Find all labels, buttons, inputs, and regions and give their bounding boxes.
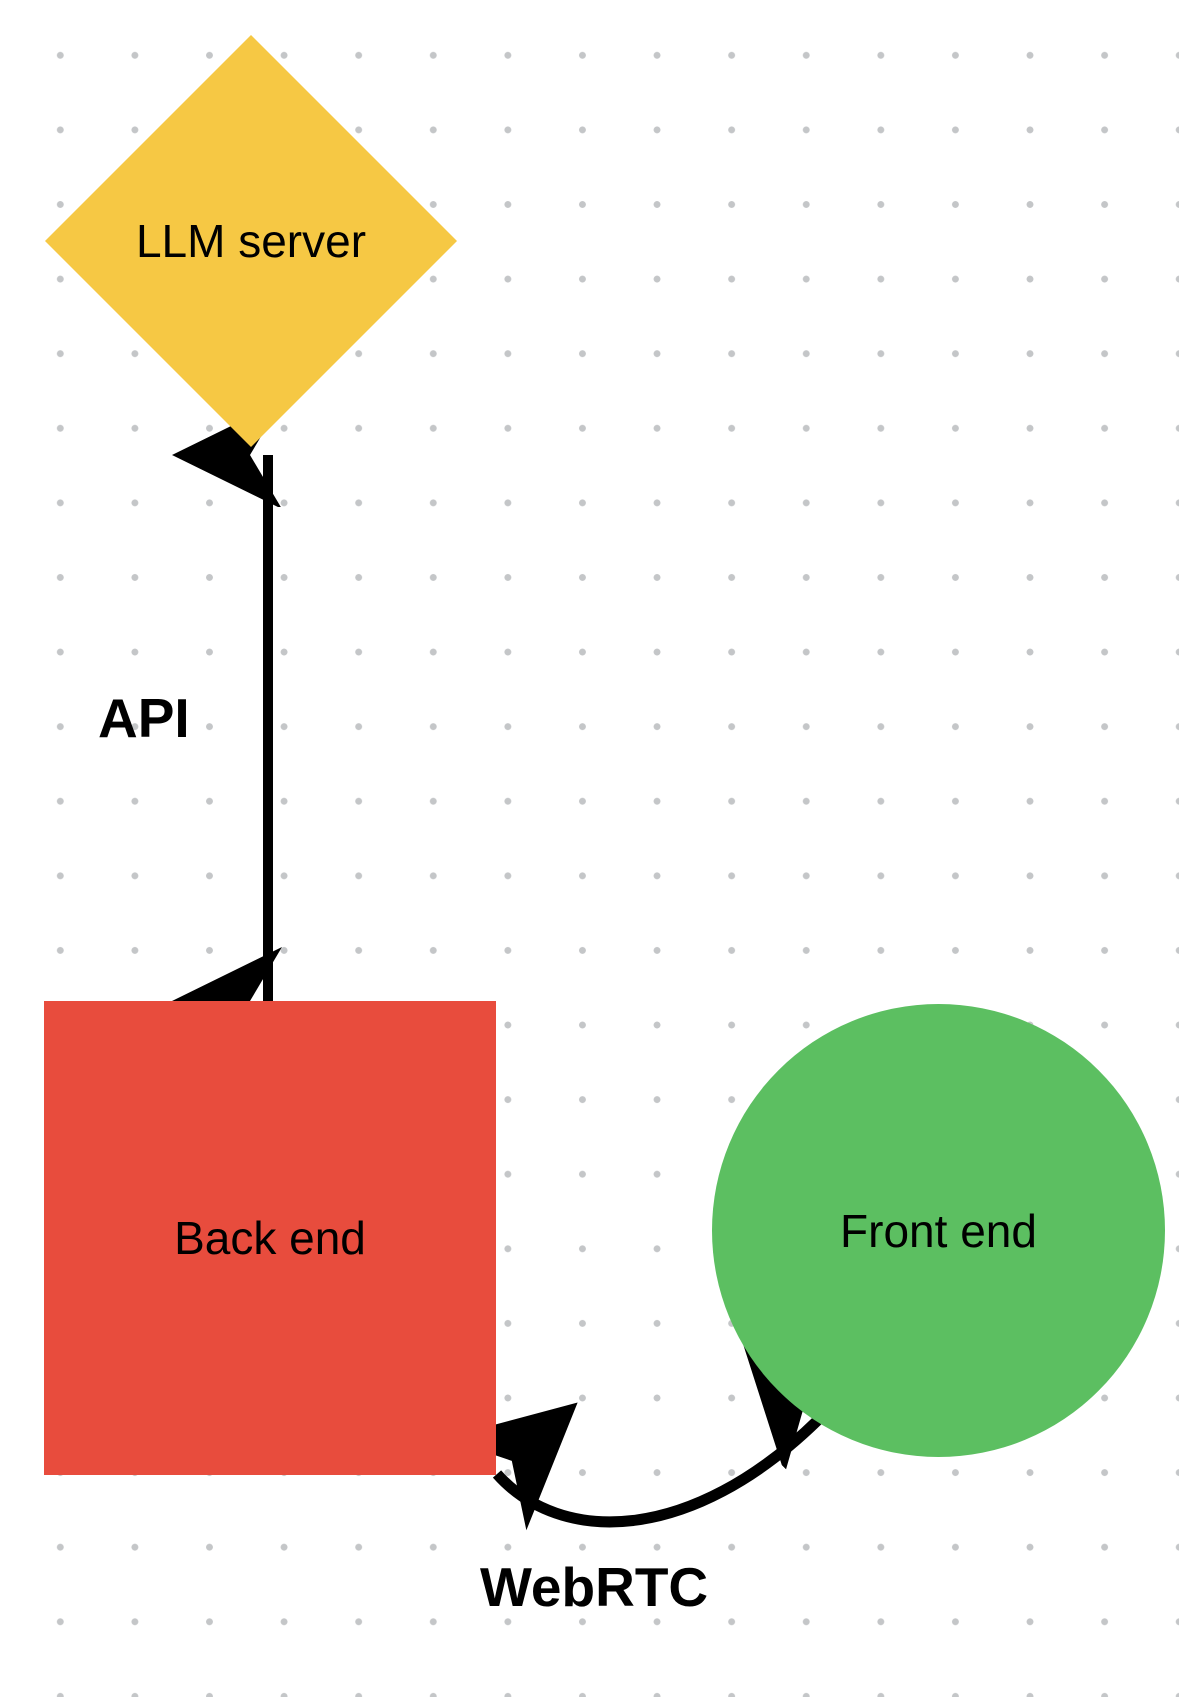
node-back-end[interactable]: Back end — [44, 1001, 496, 1475]
node-label-front-end: Front end — [840, 1204, 1037, 1257]
node-label-back-end: Back end — [174, 1212, 366, 1264]
node-label-llm-server: LLM server — [135, 215, 367, 267]
edge-label-api: API — [98, 687, 190, 749]
node-llm-server[interactable]: LLM server — [45, 35, 457, 447]
node-front-end[interactable]: Front end — [712, 1004, 1165, 1457]
edge-label-webrtc: WebRTC — [480, 1556, 709, 1618]
